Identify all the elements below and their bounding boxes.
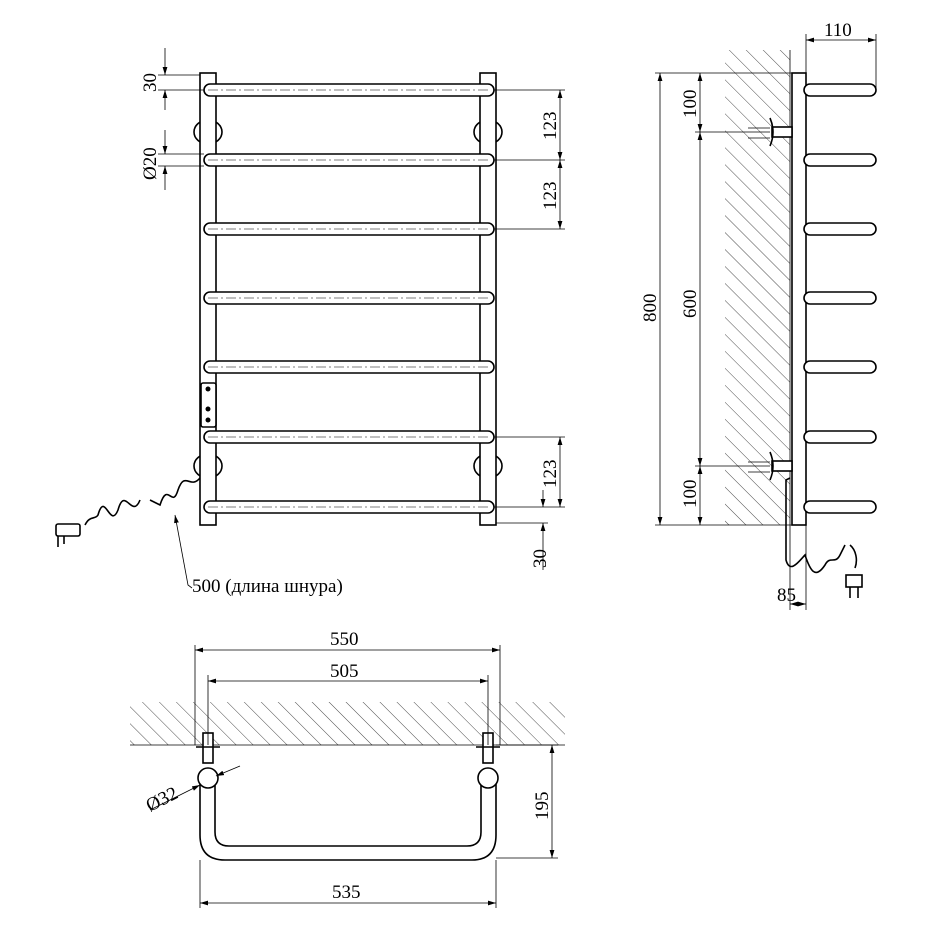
dim-bottom-mount: 100 <box>680 480 701 509</box>
dim-spacing-1: 123 <box>540 112 561 141</box>
plug-icon <box>55 523 81 547</box>
dim-mount-distance: 600 <box>680 290 701 319</box>
side-rails <box>803 83 877 514</box>
front-view: 500 (длина шнура) 30 Ø20 123 123 123 30 <box>55 48 565 597</box>
power-cord <box>84 477 201 526</box>
dim-tube-diameter: Ø20 <box>140 147 161 180</box>
dim-overall-width: 550 <box>330 629 359 650</box>
dim-bottom-offset: 30 <box>530 549 551 568</box>
side-mounts <box>748 117 793 481</box>
wall-hatch <box>725 50 790 525</box>
dim-top-mount: 100 <box>680 90 701 119</box>
front-dimensions: 30 Ø20 123 123 123 30 <box>140 48 565 570</box>
side-view: 800 100 600 100 110 85 <box>640 20 877 610</box>
top-view: 550 505 535 195 Ø32 <box>130 629 565 908</box>
dim-wall-offset: 85 <box>777 585 796 606</box>
u-rail <box>199 777 497 861</box>
dim-height: 800 <box>640 294 661 323</box>
top-mounts <box>196 732 500 764</box>
dim-mount-width: 535 <box>332 882 361 903</box>
side-power-cord <box>785 477 858 574</box>
dim-projection: 195 <box>532 792 553 821</box>
dim-top-offset: 30 <box>140 73 161 92</box>
dim-post-diameter: Ø32 <box>143 783 182 817</box>
right-post-section <box>477 767 499 789</box>
side-dimensions: 800 100 600 100 110 85 <box>640 20 877 610</box>
rails <box>203 83 495 514</box>
side-plug-icon <box>845 574 863 598</box>
cord-length-label: 500 (длина шнура) <box>192 576 343 597</box>
dim-depth: 110 <box>824 20 852 41</box>
dim-spacing-2: 123 <box>540 182 561 211</box>
dim-spacing-3: 123 <box>540 460 561 489</box>
dim-inner-width: 505 <box>330 661 359 682</box>
left-post-section <box>197 767 219 789</box>
heater-box <box>200 382 217 428</box>
